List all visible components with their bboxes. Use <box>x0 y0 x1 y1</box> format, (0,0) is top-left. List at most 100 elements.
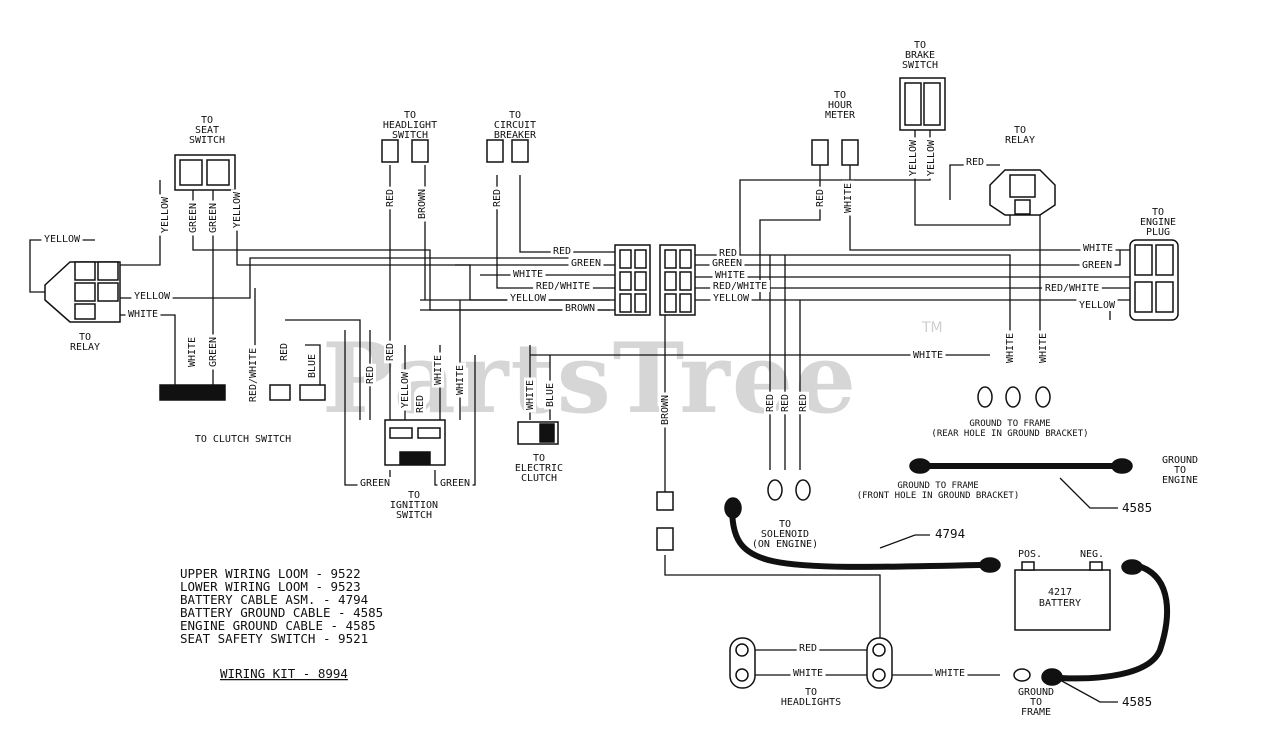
wire-yellow-center: YELLOW <box>510 293 547 304</box>
wire-white-center-bg <box>510 268 546 280</box>
wire-white-ign-bg <box>432 352 444 388</box>
wire-yellow-right: YELLOW <box>713 293 750 304</box>
wire-green-ign-left-bg <box>357 477 393 489</box>
brake-switch-connector <box>899 77 946 131</box>
parts-list-item: SEAT SAFETY SWITCH - 9521 <box>180 631 368 646</box>
wire-red-hour-bg <box>814 186 826 210</box>
wire-yellow-seat-2: YELLOW <box>232 191 243 228</box>
wire-green-ign-left: GREEN <box>360 478 390 489</box>
wire-redwhite-plug-bg <box>1042 282 1102 294</box>
wire-green-ign-right-bg <box>437 477 473 489</box>
wire-white-ign: WHITE <box>433 355 444 385</box>
wire-green-right-bg <box>709 257 745 269</box>
wire-yellow-relay-bg <box>131 290 173 302</box>
wire-red-ign-2: RED <box>385 343 396 361</box>
wire-red-relay-right-bg <box>963 156 987 168</box>
wire-white-eclutch: WHITE <box>525 380 536 410</box>
wire-yellow-left-bg <box>41 233 83 245</box>
wire-white-right-bg <box>712 269 748 281</box>
wire-green-seat-2-bg <box>207 200 219 236</box>
wire-red-headlight-bg <box>796 642 820 654</box>
wire-yellow-plug-bg <box>1076 299 1118 311</box>
label-clutch-switch: TO CLUTCH SWITCH <box>195 434 291 445</box>
wire-white-relay: WHITE <box>128 309 158 320</box>
wire-white-ground: WHITE <box>913 350 943 361</box>
wire-white-ground-bg <box>910 349 946 361</box>
wire-redwhite-right-bg <box>710 280 770 292</box>
wire-yellow-right-bg <box>710 292 752 304</box>
wire-white-ign-2: WHITE <box>455 365 466 395</box>
wire-redwhite-clutch: RED/WHITE <box>248 348 259 402</box>
center-harness-connectors <box>614 244 696 316</box>
wire-blue-clutch-bg <box>306 351 318 381</box>
wire-brown-headlight-sw-bg <box>416 186 428 222</box>
part-ref-ground-cable-1: 4585 <box>1122 500 1152 515</box>
wire-red-sol-1-bg <box>764 391 776 415</box>
wire-red-sol-1: RED <box>765 394 776 412</box>
wire-red-hour: RED <box>815 189 826 207</box>
engine-plug-connector <box>1129 239 1179 321</box>
wire-red-clutch-bg <box>278 340 290 364</box>
wire-red-headlight-sw: RED <box>385 189 396 207</box>
wire-yellow-left: YELLOW <box>44 234 81 245</box>
wire-brown-headlight-sw: BROWN <box>417 189 428 219</box>
headlight-sockets <box>729 637 893 689</box>
wire-yellow-seat-bg <box>159 194 171 236</box>
wire-blue-clutch: BLUE <box>307 354 318 378</box>
wire-yellow-brake-2-bg <box>925 137 937 179</box>
wire-red-sol-2: RED <box>780 394 791 412</box>
wire-yellow-brake-1-bg <box>907 137 919 179</box>
wire-yellow-center-bg <box>507 292 549 304</box>
wire-white-right: WHITE <box>715 270 745 281</box>
wire-white-ground-bottom: WHITE <box>935 668 965 679</box>
wire-redwhite-clutch-bg <box>247 345 259 405</box>
wire-yellow-seat-2-bg <box>231 189 243 231</box>
wire-red-center: RED <box>553 246 571 257</box>
ignition-switch-connector <box>384 419 446 466</box>
part-ref-ground-cable-2: 4585 <box>1122 694 1152 709</box>
parts-list-item: ENGINE GROUND CABLE - 4585 <box>180 618 376 633</box>
wire-white-gnd-2: WHITE <box>1038 333 1049 363</box>
wire-yellow-brake-2: YELLOW <box>926 139 937 176</box>
ring-terminals <box>724 386 1143 686</box>
brown-inline-connector <box>656 491 674 551</box>
headlight-switch-terminals <box>381 139 529 163</box>
parts-list: UPPER WIRING LOOM - 9522 LOWER WIRING LO… <box>180 566 383 681</box>
wire-green-seat-1: GREEN <box>188 203 199 233</box>
wire-redwhite-right: RED/WHITE <box>713 281 767 292</box>
wire-white-headlight: WHITE <box>793 668 823 679</box>
wire-green-center: GREEN <box>571 258 601 269</box>
wire-white-gnd-1: WHITE <box>1005 333 1016 363</box>
wire-green-ign-right: GREEN <box>440 478 470 489</box>
wire-red-ign-3: RED <box>415 395 426 413</box>
wire-green-center-bg <box>568 257 604 269</box>
battery <box>1014 561 1111 631</box>
wire-red-breaker-bg <box>491 186 503 210</box>
wire-red-ign-3-bg <box>414 392 426 416</box>
wire-red-clutch: RED <box>279 343 290 361</box>
wire-redwhite-plug: RED/WHITE <box>1045 283 1099 294</box>
seat-switch-connector <box>174 154 236 191</box>
cables <box>729 463 1171 682</box>
wire-yellow-ign-bg <box>399 369 411 411</box>
wire-yellow-seat: YELLOW <box>160 196 171 233</box>
wire-white-clutch: WHITE <box>187 337 198 367</box>
wire-yellow-brake-1: YELLOW <box>908 139 919 176</box>
wire-brown-center-bg <box>562 302 598 314</box>
wire-white-headlight-bg <box>790 667 826 679</box>
wire-red-ign: RED <box>365 366 376 384</box>
hour-meter-terminals <box>811 139 859 166</box>
part-ref-cable-asm: 4794 <box>935 526 965 541</box>
